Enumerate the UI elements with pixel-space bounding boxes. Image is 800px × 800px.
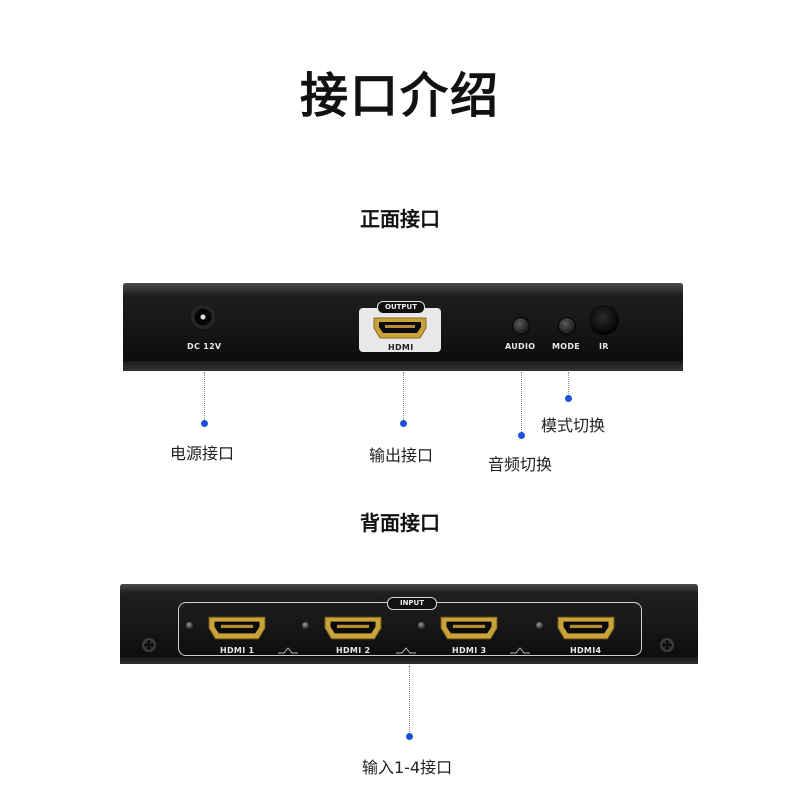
front-panel: DC 12V OUTPUT HDMI AUDIO MODE IR — [123, 283, 683, 371]
hdmi-2-label: HDMI 2 — [336, 646, 371, 655]
ir-label: IR — [599, 342, 609, 351]
audio-callout-label: 音频切换 — [488, 455, 553, 474]
mode-leader-line — [568, 372, 569, 398]
power-callout-label: 电源接口 — [170, 444, 235, 463]
output-callout-label: 输出接口 — [369, 446, 434, 465]
left-screw — [142, 638, 156, 652]
output-leader-line — [403, 372, 404, 422]
port-separator-3 — [510, 646, 530, 654]
input-callout-dot — [406, 733, 413, 740]
mode-button[interactable] — [559, 318, 575, 334]
audio-callout-dot — [518, 432, 525, 439]
hdmi-3-label: HDMI 3 — [452, 646, 487, 655]
hdmi-1-led — [186, 622, 193, 629]
back-panel: INPUT HDMI 1 HDMI 2 HDMI 3 HDMI4 — [120, 584, 698, 664]
back-section-title: 背面接口 — [360, 511, 440, 535]
input-callout-label: 输入1-4接口 — [362, 758, 453, 777]
audio-button[interactable] — [513, 318, 529, 334]
hdmi-3-led — [418, 622, 425, 629]
hdmi-input-port-1 — [207, 615, 267, 641]
hdmi-2-led — [302, 622, 309, 629]
power-leader-line — [204, 372, 205, 422]
input-leader-line — [409, 666, 410, 736]
page-title: 接口介绍 — [299, 68, 500, 124]
hdmi-output-port — [372, 316, 428, 340]
port-separator-2 — [396, 646, 416, 654]
hdmi-4-led — [536, 622, 543, 629]
audio-leader-line — [521, 372, 522, 434]
dc-label: DC 12V — [187, 342, 222, 351]
hdmi-output-label: HDMI — [388, 343, 414, 352]
mode-callout-label: 模式切换 — [541, 416, 606, 435]
output-callout-dot — [400, 420, 407, 427]
hdmi-4-label: HDMI4 — [570, 646, 602, 655]
hdmi-input-port-2 — [323, 615, 383, 641]
mode-label: MODE — [552, 342, 581, 351]
port-separator-1 — [278, 646, 298, 654]
mode-callout-dot — [565, 395, 572, 402]
hdmi-input-port-3 — [439, 615, 499, 641]
right-screw — [660, 638, 674, 652]
dc-power-jack — [191, 305, 215, 329]
power-callout-dot — [201, 420, 208, 427]
hdmi-input-port-4 — [556, 615, 616, 641]
input-tag: INPUT — [387, 597, 437, 610]
hdmi-1-label: HDMI 1 — [220, 646, 255, 655]
output-tag: OUTPUT — [377, 301, 425, 314]
audio-label: AUDIO — [505, 342, 536, 351]
front-section-title: 正面接口 — [360, 207, 440, 231]
ir-receiver-window — [589, 305, 619, 335]
